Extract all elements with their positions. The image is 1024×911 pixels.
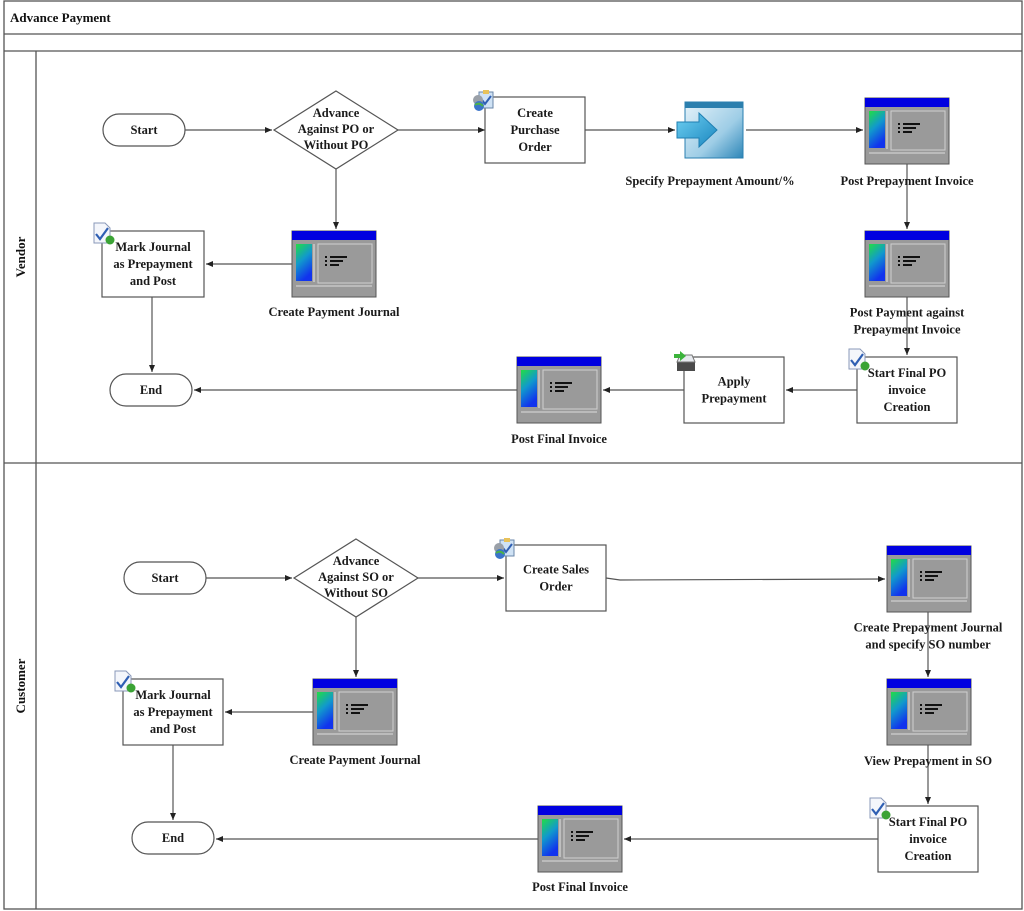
screen-label: Create Payment Journal [290,753,422,767]
process-box [877,805,979,873]
node-vendor-post-final-invoice[interactable]: Post Final Invoice [511,356,607,446]
process-box [505,544,607,612]
process-box [683,356,785,424]
decision-label: Against SO or [318,570,394,584]
process-label: Apply [718,375,751,389]
node-vendor-end[interactable]: End [109,373,193,407]
diagram-frame [3,0,1023,910]
screen-label: Post Final Invoice [511,432,607,446]
process-box [101,230,205,298]
process-label: Start Final PO [889,815,968,829]
process-label: Create [517,106,553,120]
screen-label: View Prepayment in SO [864,754,992,768]
decision-label: Without SO [324,586,388,600]
process-label: Purchase [510,123,560,137]
node-vendor-create-payment-journal[interactable]: Create Payment Journal [269,230,401,319]
sales-order-icon [494,538,515,559]
terminator-shape [109,373,193,407]
terminator-shape [123,561,207,595]
window-icon [886,545,972,613]
process-label: Order [539,580,573,594]
process-label: as Prepayment [113,257,193,271]
diagram-title: Advance Payment [10,10,111,25]
window-icon [864,230,950,298]
document-check-icon [114,670,136,693]
screen-label: Create Prepayment Journal [854,621,1003,635]
screen-label: Create Payment Journal [269,305,401,319]
terminator-shape [102,113,186,147]
document-check-icon [93,222,115,245]
node-customer-create-prepayment-journal[interactable]: Create Prepayment Journal and specify SO … [854,545,1003,652]
decision-shape [272,90,400,170]
process-label: Order [518,140,552,154]
window-icon [291,230,377,298]
edge-customer-create_order-to-create_prepayment_journal [605,576,886,583]
document-check-icon [848,348,870,371]
node-vendor-post-prepayment-invoice[interactable]: Post Prepayment Invoice [840,97,974,188]
node-customer-post-final-invoice[interactable]: Post Final Invoice [532,805,628,894]
process-label: Creation [884,400,931,414]
node-customer-create-payment-journal[interactable]: Create Payment Journal [290,678,422,767]
decision-label: Advance [333,554,380,568]
process-label: Prepayment [701,392,767,406]
terminator-label: End [162,831,184,845]
process-label: Start Final PO [868,366,947,380]
document-check-icon [869,797,891,820]
window-icon [886,678,972,746]
process-label: and Post [150,722,197,736]
decision-label: Against PO or [298,122,375,136]
process-label: Create Sales [523,563,589,577]
screen-label: Post Prepayment Invoice [840,174,974,188]
node-customer-end[interactable]: End [131,821,215,855]
arrow-form-icon [676,101,744,159]
process-box [484,96,586,164]
process-box [122,678,224,746]
process-label: invoice [888,383,926,397]
form-label: Specify Prepayment Amount/% [625,174,794,188]
node-vendor-specify-amount[interactable]: Specify Prepayment Amount/% [625,101,795,188]
terminator-label: End [140,383,162,397]
window-icon [537,805,623,873]
lane-label-customer: Customer [13,658,28,713]
window-icon [312,678,398,746]
process-label: Creation [905,849,952,863]
screen-label: Post Final Invoice [532,880,628,894]
window-icon [864,97,950,165]
decision-label: Advance [313,106,360,120]
process-label: and Post [130,274,177,288]
node-customer-view-prepayment[interactable]: View Prepayment in SO [864,678,992,768]
screen-label: Prepayment Invoice [853,323,960,337]
node-vendor-mark-journal[interactable]: Mark Journal as Prepayment and Post [93,222,205,298]
process-label: Mark Journal [115,240,191,254]
purchase-order-icon [473,90,494,111]
edges-layer [149,127,931,842]
process-label: Mark Journal [135,688,211,702]
node-vendor-start[interactable]: Start [102,113,186,147]
terminator-label: Start [130,123,158,137]
decision-shape [292,538,420,618]
screen-label: Post Payment against [850,306,965,320]
process-label: invoice [909,832,947,846]
node-customer-mark-journal[interactable]: Mark Journal as Prepayment and Post [114,670,224,746]
decision-label: Without PO [304,138,369,152]
process-label: as Prepayment [133,705,213,719]
lane-label-vendor: Vendor [13,236,28,277]
terminator-shape [131,821,215,855]
screen-label: and specify SO number [865,638,991,652]
terminator-label: Start [151,571,179,585]
process-box [856,356,958,424]
transfer-icon [674,351,696,371]
window-icon [516,356,602,424]
node-customer-start[interactable]: Start [123,561,207,595]
